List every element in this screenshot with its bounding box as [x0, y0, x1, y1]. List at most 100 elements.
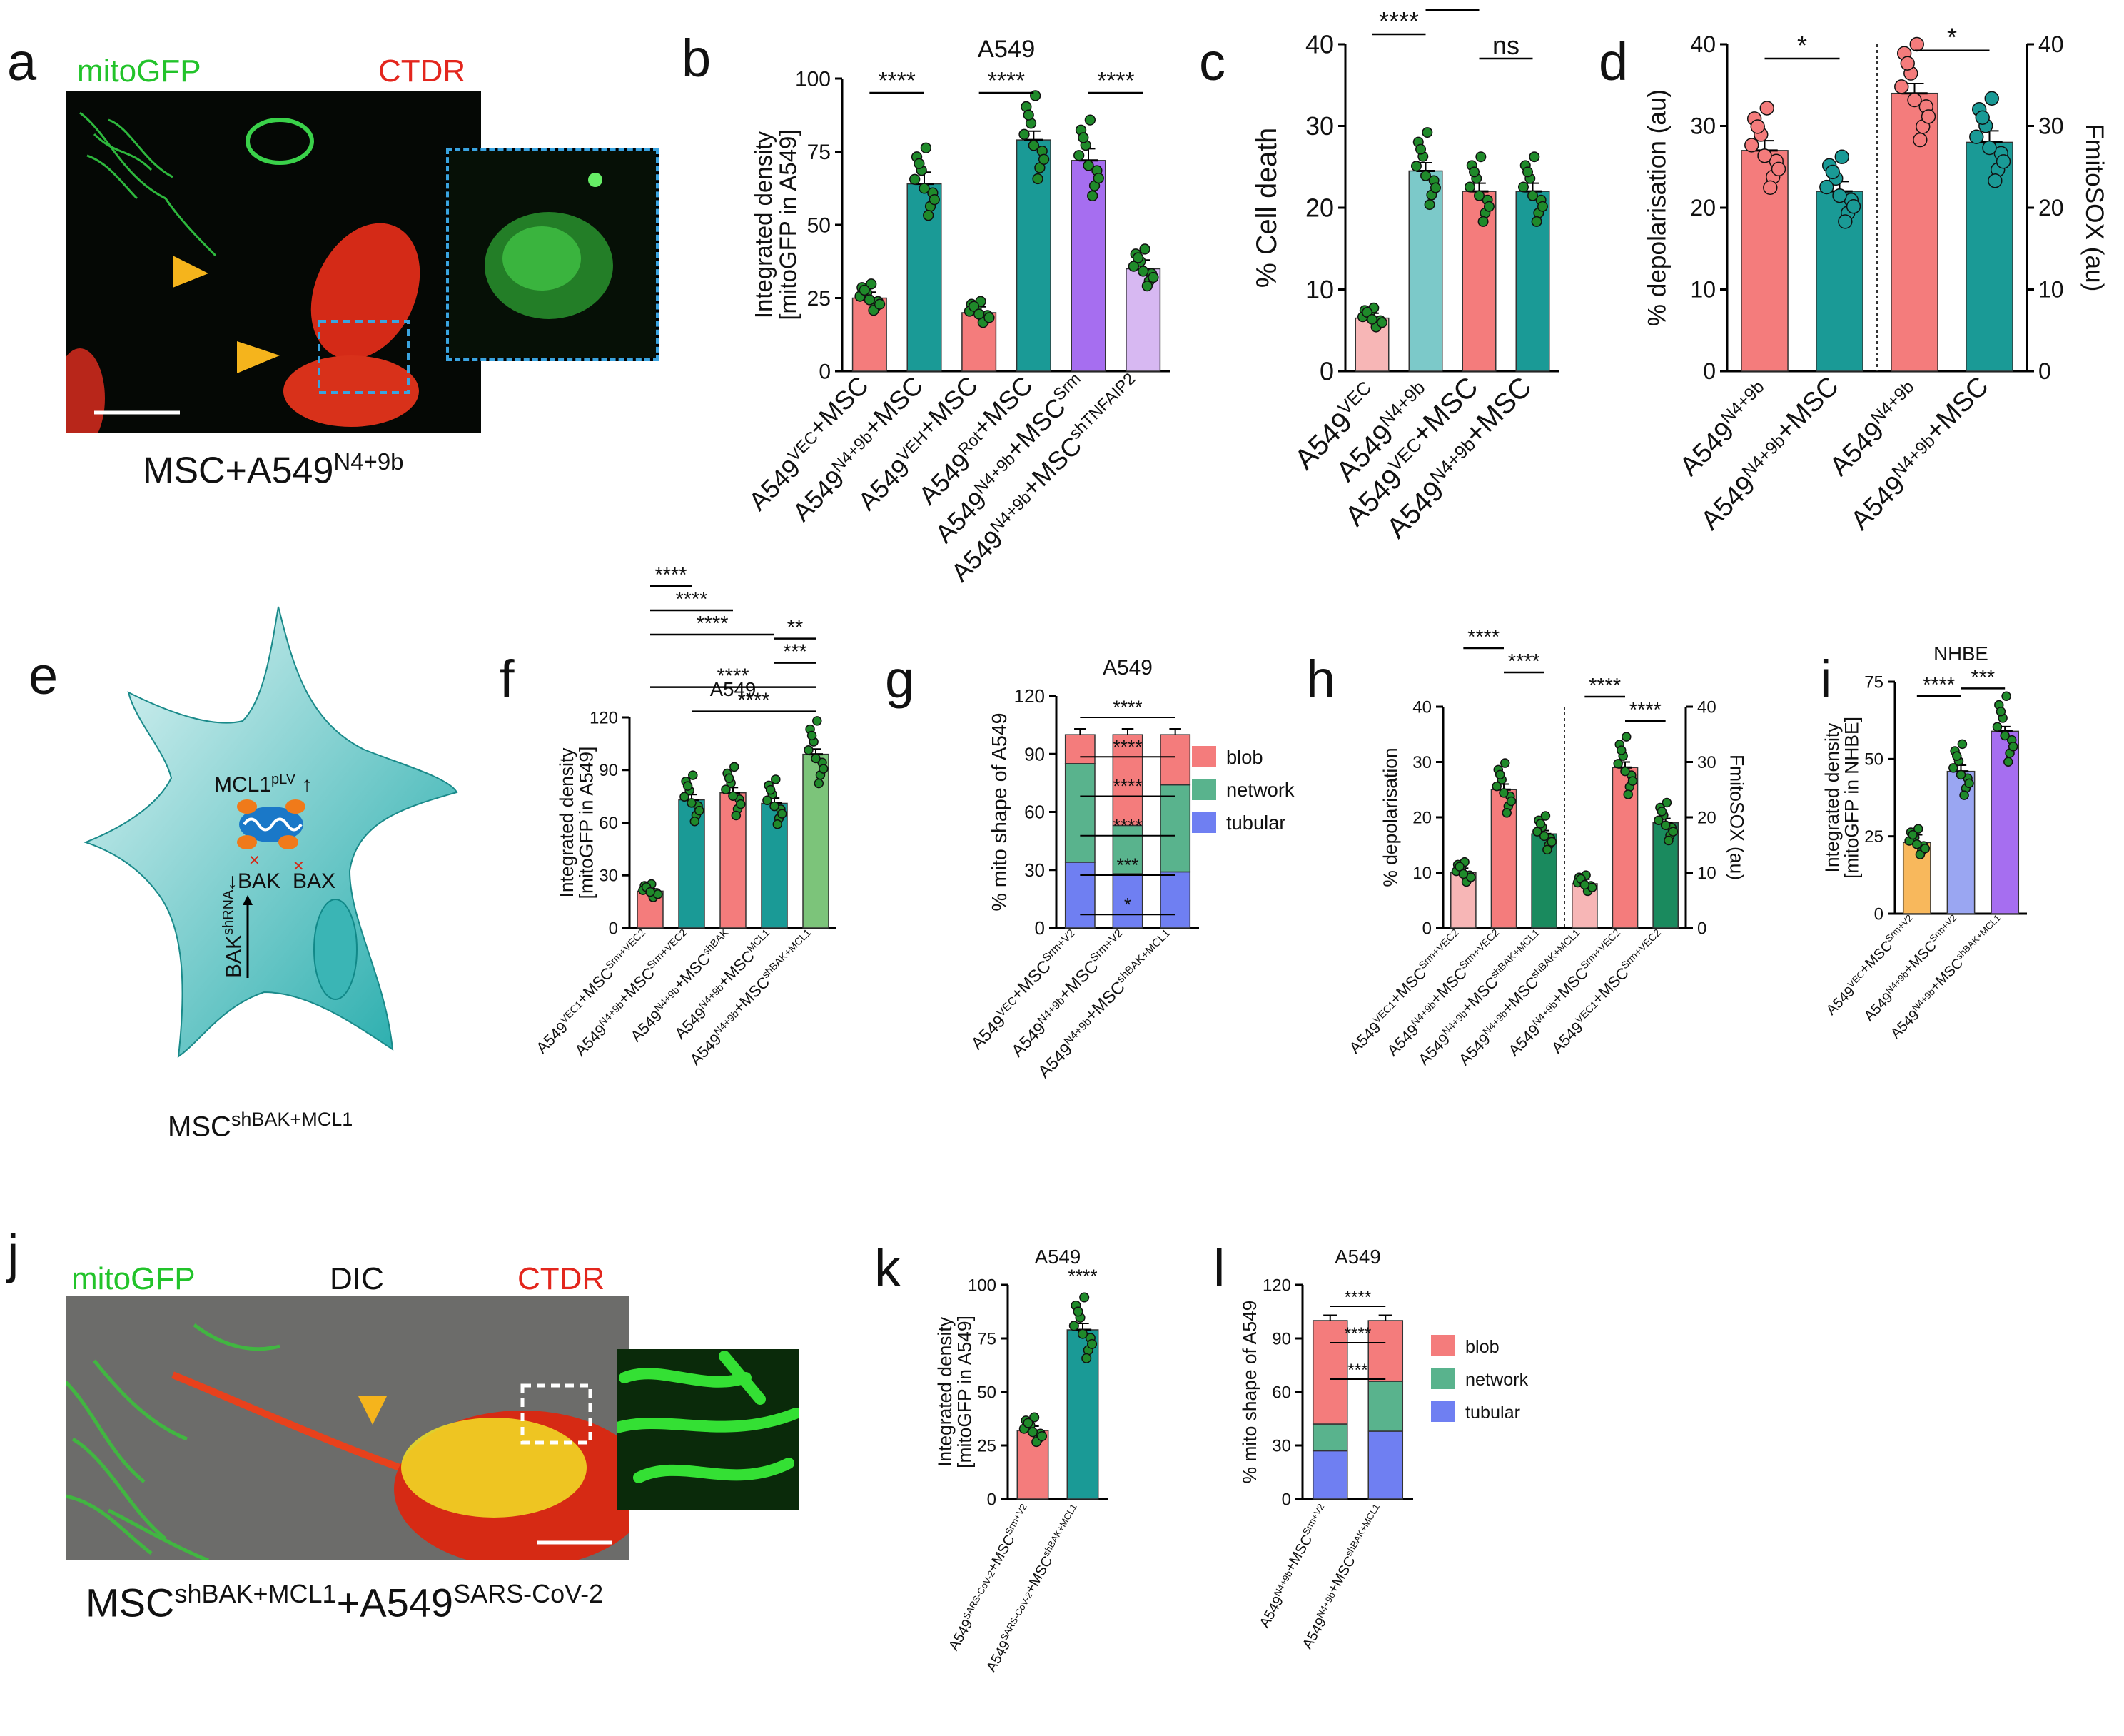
category-label-b-4-text: A549N4+9b+MSCSrm: [921, 369, 1100, 548]
dot-f-0: [643, 883, 653, 894]
chart-title-f: A549: [710, 678, 756, 700]
y-axis-label-k: [mitoGFP in A549]: [954, 1316, 975, 1468]
dot-k-0: [1036, 1431, 1048, 1442]
dot-i-2: [2000, 730, 2010, 741]
category-label-h-0: A549VEC1+MSCSrm+VEC2: [1346, 927, 1462, 1057]
bar-b-0: [851, 297, 887, 372]
dot-c-0: [1370, 321, 1382, 333]
dot-f-4: [811, 753, 821, 764]
dot-d-2: [1896, 46, 1912, 61]
dot-b-4: [1087, 190, 1098, 202]
sig-label-c-5: ns: [1492, 31, 1519, 60]
category-label-d-0-text: A549N4+9b: [1673, 378, 1778, 483]
dot-b-4: [1084, 114, 1096, 126]
y-tick-label-d: 30: [1690, 113, 1716, 139]
dot-b-3: [1034, 162, 1046, 173]
bak-label: ↓BAK: [227, 869, 281, 893]
sig-label-g-4: ***: [1117, 854, 1139, 876]
y-tick-label-g: 0: [1035, 917, 1045, 939]
legend-swatch-g-blob: [1192, 746, 1216, 767]
category-label-c-0-text: A549VEC: [1286, 377, 1385, 476]
dot-k-1: [1083, 1345, 1093, 1356]
bar-h-0: [1450, 872, 1477, 929]
panel-label-g: g: [885, 650, 914, 709]
y-tick-label-f: 60: [599, 814, 618, 833]
dot-b-4: [1078, 132, 1089, 143]
dot-f-2: [736, 799, 746, 809]
dot-d-1: [1825, 164, 1840, 180]
y-tick-label-g: 120: [1014, 685, 1045, 707]
sig-label-b-1: ****: [988, 68, 1025, 94]
dot-h-3: [1576, 874, 1586, 884]
category-label-b-0-text: A549VEC+MSC: [736, 370, 881, 516]
y-tick-label-l: 120: [1263, 1276, 1291, 1295]
dot-k-1: [1086, 1338, 1098, 1349]
dot-d-1: [1834, 149, 1849, 164]
sig-label-i-0: ****: [1923, 674, 1955, 697]
dot-d-0: [1750, 119, 1765, 134]
category-label-c-1: A549N4+9b: [1330, 377, 1429, 488]
y-tick-label-f: 30: [599, 867, 618, 886]
sig-label-l-1: ****: [1345, 1324, 1372, 1343]
dot-d-3: [1978, 118, 1993, 133]
dot-d-1: [1841, 206, 1856, 221]
dot-b-0: [861, 287, 873, 298]
bar-l-network-1: [1367, 1381, 1404, 1432]
bar-c-2: [1462, 191, 1497, 372]
dot-d-0: [1769, 153, 1784, 168]
dot-f-4: [814, 778, 824, 789]
dot-c-1: [1422, 127, 1433, 138]
dot-i-2: [2006, 735, 2017, 745]
y-tick-label-d: 10: [1690, 277, 1716, 303]
dot-f-0: [647, 879, 657, 889]
dot-f-2: [721, 784, 731, 794]
y-tick-label-i: 75: [1864, 672, 1883, 692]
dot-b-1: [919, 183, 930, 194]
bar-d-1: [1816, 191, 1863, 372]
y-tick-label-k: 25: [977, 1436, 996, 1455]
dot-c-1: [1430, 182, 1441, 193]
y-tick-label-f: 0: [609, 919, 618, 938]
dot-h-2: [1539, 831, 1549, 842]
dot-d-2: [1894, 79, 1909, 94]
dot-h-3: [1577, 875, 1588, 886]
dot-f-1: [679, 792, 689, 802]
y-tick-label-h: 10: [1412, 864, 1432, 883]
dot-c-3: [1517, 181, 1529, 193]
dot-h-4: [1624, 782, 1635, 792]
dot-b-4: [1093, 172, 1104, 184]
dot-h-3: [1587, 882, 1597, 892]
dot-h-4: [1613, 759, 1623, 769]
category-label-f-0-text: A549VEC1+MSCSrm+VEC2: [527, 927, 657, 1057]
bar-i-1: [1946, 770, 1976, 914]
dot-h-1: [1499, 788, 1509, 798]
dot-i-2: [2008, 742, 2018, 752]
bar-c-3: [1515, 191, 1550, 372]
panel-label-j: j: [7, 1224, 19, 1283]
dot-i-2: [1998, 713, 2008, 723]
dot-h-2: [1532, 827, 1542, 837]
dot-d-3: [1971, 102, 1987, 117]
dot-b-0: [872, 296, 884, 308]
bar-h-2: [1531, 833, 1557, 929]
dot-h-5: [1662, 797, 1672, 808]
category-label-h-5-text: A549VEC1+MSCSrm+VEC2: [1543, 927, 1673, 1057]
dot-d-3: [1993, 146, 2008, 161]
category-label-d-1: A549N4+9b+MSC: [1695, 371, 1844, 536]
ctdr-label-a: CTDR: [378, 54, 466, 89]
bar-l-tubular-1: [1367, 1430, 1404, 1500]
y-tick-label-f: 120: [590, 708, 618, 727]
dot-f-4: [806, 730, 817, 741]
category-label-d-3: A549N4+9b+MSC: [1845, 371, 1994, 536]
category-label-f-3: A549N4+9b+MSCMCL1: [671, 927, 772, 1043]
category-label-b-5: A549N4+9b+MSCshTNFAIP2: [945, 369, 1138, 587]
dot-f-1: [688, 770, 698, 780]
bar-h-3: [1572, 883, 1598, 929]
dot-d-2: [1903, 66, 1918, 81]
caption-j: MSCshBAK+MCL1+A549SARS-CoV-2: [86, 1581, 603, 1623]
category-label-f-2-text: A549N4+9b+MSCshBAK: [622, 927, 741, 1046]
y-axis-label-g: % mito shape of A549: [988, 712, 1011, 911]
